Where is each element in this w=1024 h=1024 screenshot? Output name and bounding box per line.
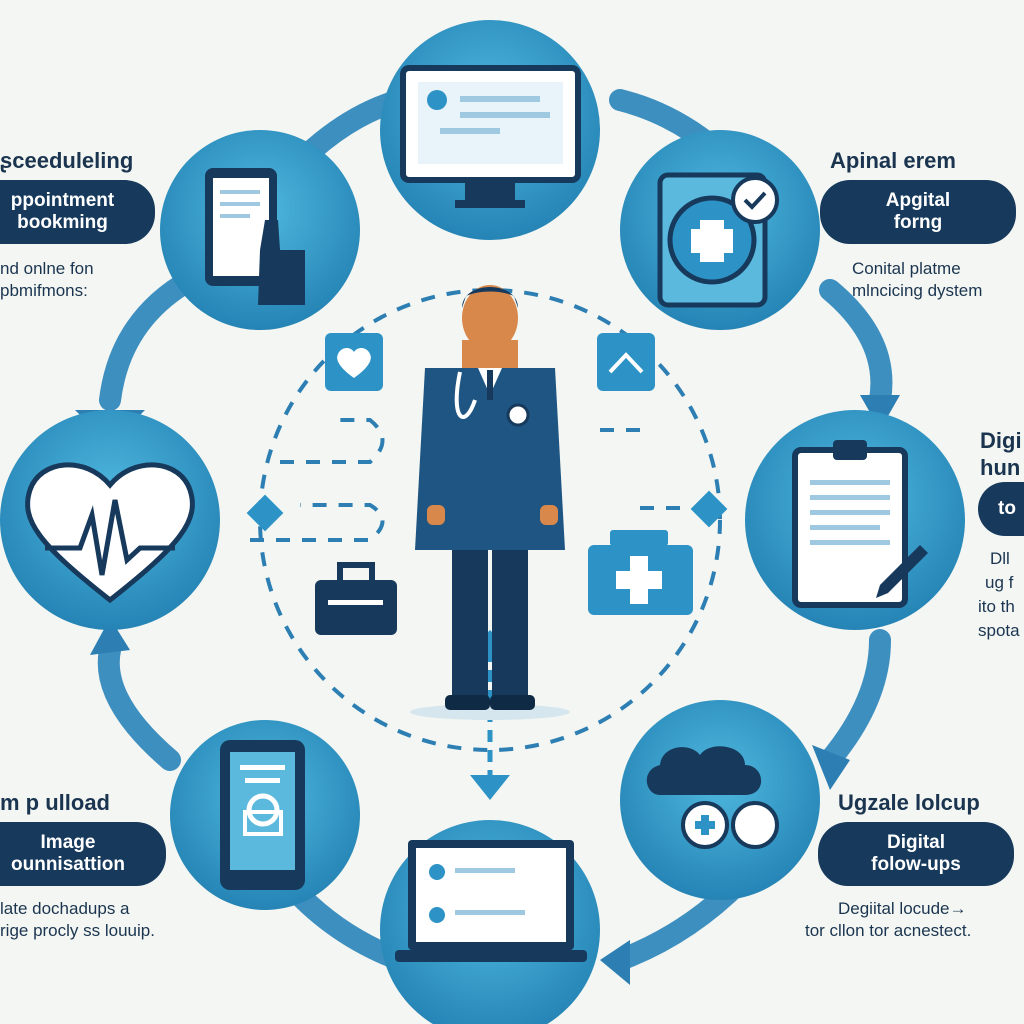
left-bottom-desc-line2: rige procly ѕs louuip. — [0, 921, 155, 940]
left-top-pill: ppointment bookming — [0, 180, 155, 244]
left-top-desc-line1: nd onlne fon — [0, 259, 94, 278]
heart-chat-icon — [325, 333, 383, 391]
right-mid-desc-line4: spota — [978, 621, 1020, 640]
arrow-down-icon — [470, 775, 510, 800]
medical-cross-check-icon — [620, 130, 820, 330]
right-mid-desc-line3: ito th — [978, 597, 1015, 616]
right-bottom-desc-line2: tor cllon tor acnestect. — [805, 921, 972, 940]
right-bottom-title: Ugzale lolcup — [838, 790, 980, 815]
left-bottom-pill-line2: ounnisattion — [11, 854, 125, 875]
right-top-desc-line1: Conital platme — [852, 259, 961, 278]
right-top-pill-line1: Apgital — [885, 190, 951, 211]
left-bottom-desc-line1: late dochadups a — [0, 899, 130, 918]
left-top-desc-line2: pbmifmons: — [0, 281, 88, 300]
signal-chat-icon — [597, 333, 655, 391]
clipboard-pen-icon — [745, 410, 965, 630]
right-mid-title-line2: hun — [980, 455, 1021, 480]
phone-upload-icon — [170, 720, 360, 910]
laptop-records-icon — [380, 820, 600, 1024]
inner-dashed-loop — [250, 288, 722, 752]
left-top-pill-line2: bookming — [17, 212, 108, 233]
doctor-figure — [410, 285, 570, 720]
right-mid-title-line1: Digi — [980, 428, 1022, 453]
inner-diamonds — [246, 490, 728, 532]
left-top-title: ʂceeduleling — [0, 148, 134, 173]
medical-bag-icon — [315, 562, 397, 635]
right-mid-desc-line2: ug f — [985, 573, 1014, 592]
left-bottom-pill-line1: Image — [40, 832, 96, 853]
right-mid-pill-text: to — [998, 498, 1016, 519]
right-top-desc-line2: mlncicing dystem — [852, 281, 983, 300]
left-bottom-title: m p ulload — [0, 790, 110, 815]
left-bottom-pill: Image ounnisattion — [0, 822, 166, 886]
right-top-title: Apinal erem — [830, 148, 956, 173]
right-bottom-desc-line1: Degiital locude→ — [838, 899, 967, 918]
right-bottom-pill: Digital folow-ups — [818, 822, 1014, 886]
right-bottom-pill-line1: Digital — [886, 832, 946, 853]
first-aid-kit-icon — [588, 530, 693, 615]
tablet-hand-icon — [160, 130, 360, 330]
left-top-pill-line1: ppointment — [10, 190, 115, 211]
right-top-pill: Apgital forng — [820, 180, 1016, 244]
right-bottom-pill-line2: folow-ups — [871, 854, 961, 875]
right-mid-desc-line1: Dll — [990, 549, 1010, 568]
heartbeat-icon — [0, 410, 220, 630]
cloud-sync-icon — [620, 700, 820, 900]
right-mid-pill: to — [978, 482, 1024, 536]
monitor-profile-icon — [380, 20, 600, 240]
right-top-pill-line2: forng — [893, 212, 943, 233]
